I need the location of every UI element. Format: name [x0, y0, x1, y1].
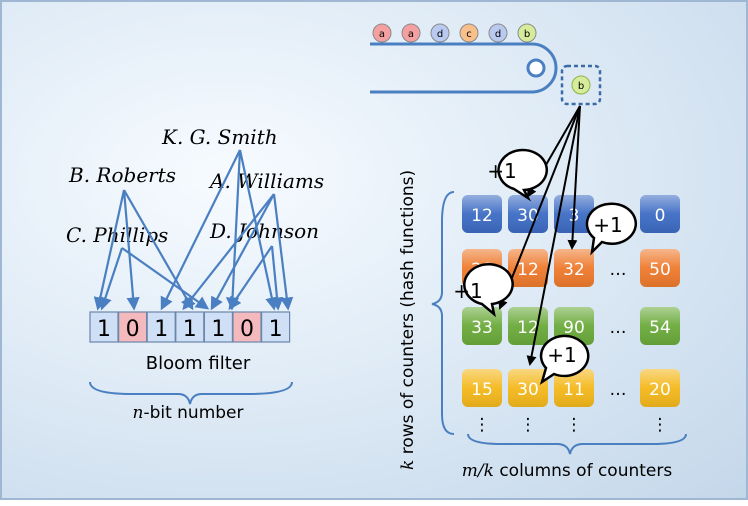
rows-brace: [431, 191, 455, 435]
bloom-bit: 1: [261, 311, 291, 343]
counter-row: 15 30 11 … 20: [462, 369, 680, 407]
current-item-label: b: [578, 81, 584, 92]
bloom-bit: 0: [232, 311, 262, 343]
column-ellipsis: ⋮: [652, 415, 669, 435]
bloom-bit-value: 1: [154, 317, 168, 342]
stream-item-token: d: [430, 23, 450, 43]
counter-cell: 0: [640, 195, 680, 233]
bloom-bit: 1: [146, 311, 176, 343]
pipe-outlet: [526, 58, 546, 78]
increment-label: +1: [487, 159, 516, 183]
counter-value: 15: [471, 380, 493, 400]
stream-item-label: d: [495, 29, 501, 40]
counter-cell: 54: [640, 307, 680, 345]
increment-callout: +1: [585, 202, 638, 256]
stream-pipe: [370, 42, 558, 94]
bloom-brace: [89, 381, 293, 405]
column-ellipsis: ⋮: [566, 415, 583, 435]
increment-label: +1: [547, 343, 576, 367]
counter-value: 30: [517, 380, 539, 400]
bloom-bit-value: 1: [269, 317, 283, 342]
stream-item-token: b: [517, 23, 537, 43]
counter-value: 90: [563, 318, 585, 338]
counter-cell: 11: [554, 369, 594, 407]
bloom-bit: 1: [89, 311, 119, 343]
stream-item-label: a: [379, 29, 385, 40]
counter-value: 11: [563, 380, 585, 400]
name-c-phillips: C. Phillips: [66, 223, 168, 247]
name-b-roberts: B. Roberts: [68, 163, 176, 187]
row-ellipsis: …: [610, 380, 627, 400]
bloom-bit-value: 0: [240, 317, 254, 342]
counter-value: 50: [649, 260, 671, 280]
increment-callout: +1: [539, 334, 590, 385]
bloom-bit: 1: [203, 311, 233, 343]
counter-cell: 50: [640, 249, 680, 287]
bloom-bit-value: 1: [183, 317, 197, 342]
counter-value: 20: [649, 380, 671, 400]
counter-cell: 32: [554, 249, 594, 287]
bloom-hash-arrows: [93, 149, 294, 311]
increment-label: +1: [593, 213, 622, 237]
name-a-williams: A. Williams: [208, 169, 324, 193]
rows-axis-label: k rows of counters (hash functions): [398, 170, 418, 470]
bloom-bit: 0: [117, 311, 148, 343]
counter-value: 12: [471, 206, 493, 226]
stream-item-token: c: [459, 23, 479, 43]
increment-label: +1: [453, 279, 482, 303]
stream-item-label: c: [466, 29, 472, 40]
stream-item-label: a: [408, 29, 414, 40]
bloom-bit-value: 1: [211, 317, 225, 342]
increment-callout: +1: [453, 262, 514, 318]
row-ellipsis: …: [610, 260, 627, 280]
stream-item-token: d: [488, 23, 508, 43]
counter-value: 0: [655, 206, 666, 226]
column-ellipsis: ⋮: [474, 415, 491, 435]
bloom-bit: 1: [175, 311, 205, 343]
cols-axis-label: m/k columns of counters: [462, 461, 673, 481]
counter-value: 54: [649, 318, 671, 338]
cols-brace: [467, 433, 687, 455]
row-ellipsis: …: [610, 318, 627, 338]
counter-value: 33: [471, 318, 493, 338]
bloom-brace-label: n-bit number: [132, 403, 243, 423]
current-item-token: [571, 75, 591, 95]
column-ellipsis: ⋮: [520, 415, 537, 435]
stream-item-token: a: [401, 23, 421, 43]
increment-callout: +1: [487, 148, 549, 202]
counter-value: 32: [563, 260, 585, 280]
stream-item-token: a: [372, 23, 392, 43]
counter-cell: 15: [462, 369, 502, 407]
counter-cell: 30: [508, 369, 548, 407]
current-item-box: [560, 64, 602, 106]
counter-value: 12: [517, 318, 539, 338]
bloom-caption: Bloom filter: [146, 353, 251, 374]
counter-row: 201232…50: [462, 249, 680, 287]
counter-cell: 12: [508, 307, 548, 345]
bloom-bit-value: 1: [97, 317, 111, 342]
name-d-johnson: D. Johnson: [209, 219, 319, 243]
counter-cell: 33: [462, 307, 502, 345]
stream-item-label: d: [437, 29, 443, 40]
counter-cell: 12: [462, 195, 502, 233]
counter-cell: 20: [640, 369, 680, 407]
name-k-g-smith: K. G. Smith: [161, 125, 278, 149]
counter-value: 12: [517, 260, 539, 280]
counter-cell: 12: [508, 249, 548, 287]
bloom-bit-value: 0: [126, 317, 140, 342]
stream-item-label: b: [524, 29, 530, 40]
